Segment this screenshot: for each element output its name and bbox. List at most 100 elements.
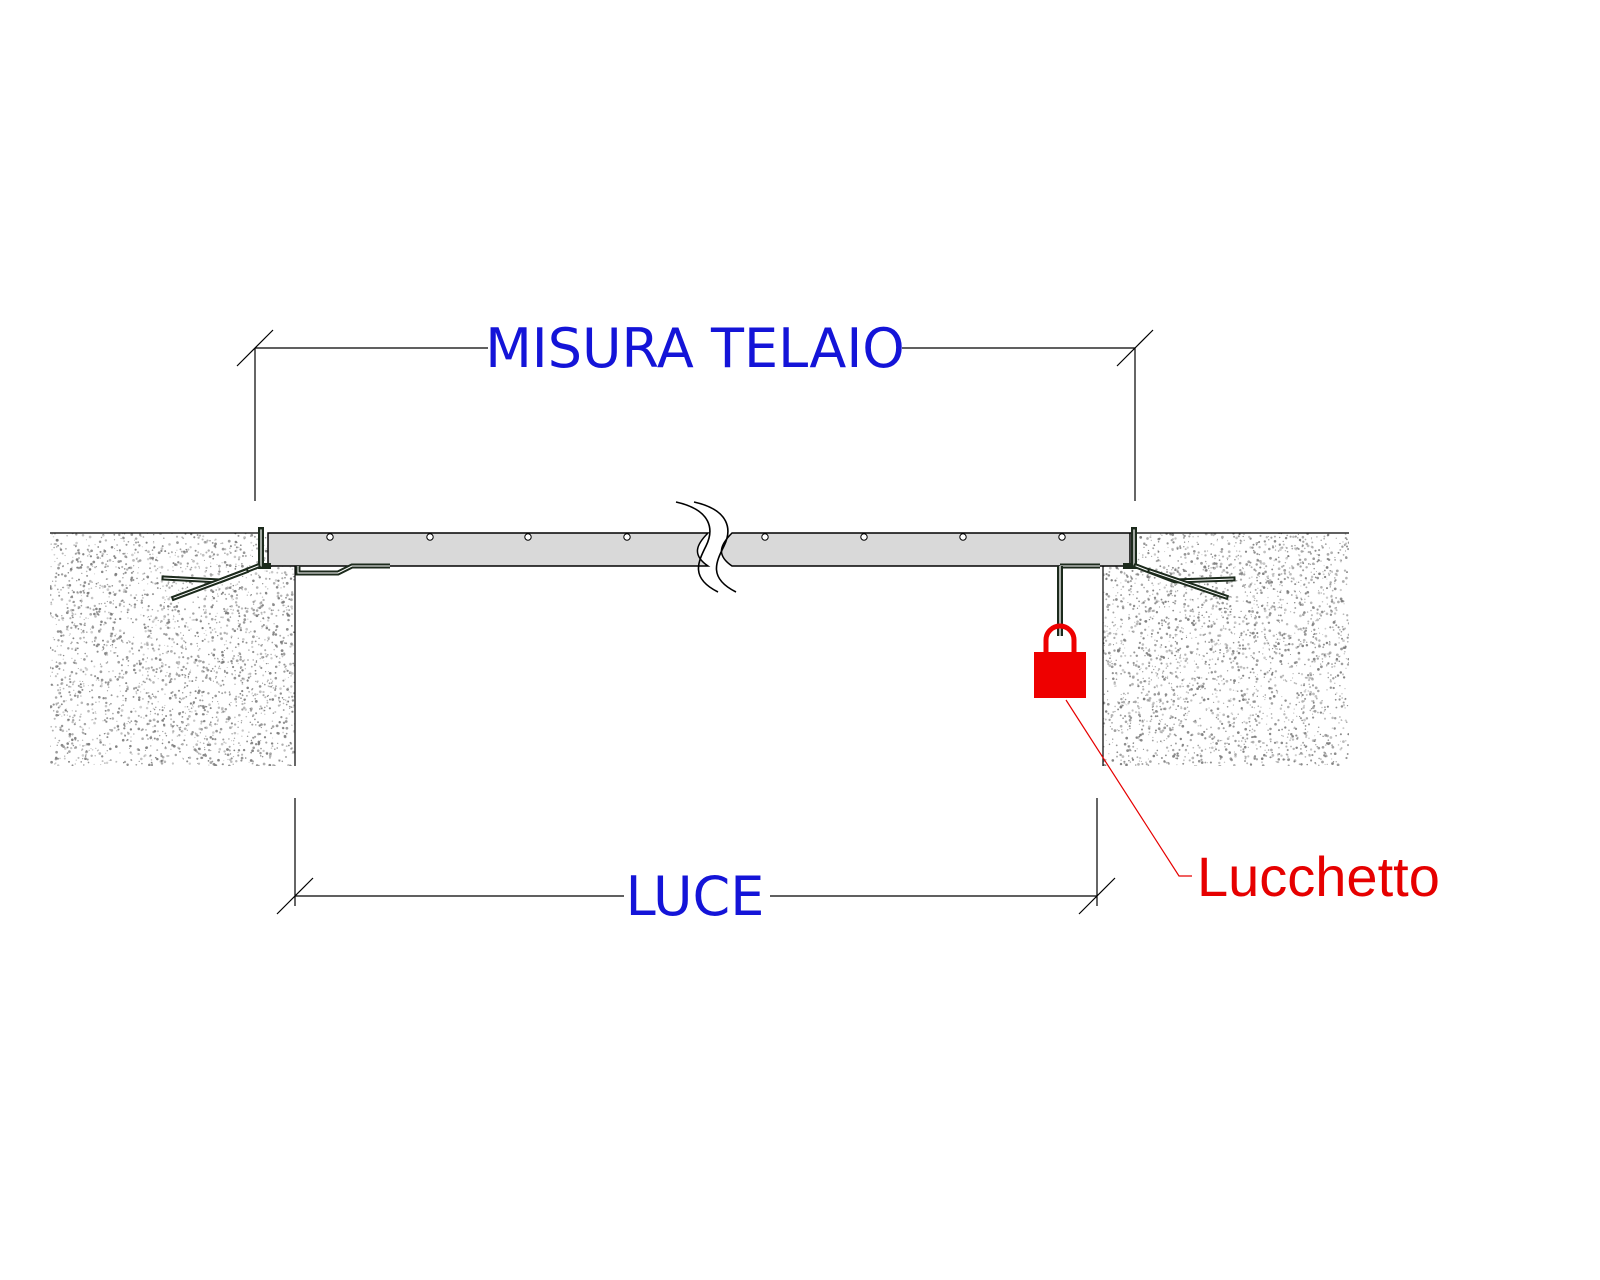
concrete-speckle xyxy=(1162,601,1165,604)
concrete-speckle xyxy=(1153,553,1157,556)
concrete-speckle xyxy=(220,626,222,629)
concrete-speckle xyxy=(1232,725,1235,728)
concrete-speckle xyxy=(1137,705,1139,707)
concrete-speckle xyxy=(1249,634,1251,637)
concrete-speckle xyxy=(1275,645,1278,648)
concrete-speckle xyxy=(1183,714,1186,717)
concrete-speckle xyxy=(71,742,74,745)
concrete-speckle xyxy=(91,748,94,751)
concrete-speckle xyxy=(1210,638,1213,642)
concrete-speckle xyxy=(99,684,103,688)
concrete-speckle xyxy=(1250,566,1253,569)
concrete-speckle xyxy=(1178,724,1181,727)
concrete-speckle xyxy=(1265,536,1268,539)
concrete-speckle xyxy=(177,746,180,749)
concrete-speckle xyxy=(1259,560,1262,563)
concrete-speckle xyxy=(1151,703,1155,706)
concrete-speckle xyxy=(1248,698,1250,701)
concrete-speckle xyxy=(164,732,167,735)
concrete-speckle xyxy=(181,554,184,557)
concrete-speckle xyxy=(1226,557,1229,560)
concrete-speckle xyxy=(188,708,190,711)
concrete-speckle xyxy=(111,643,114,646)
concrete-speckle xyxy=(1320,539,1322,542)
concrete-speckle xyxy=(1205,708,1208,711)
concrete-speckle xyxy=(82,681,84,682)
concrete-speckle xyxy=(194,732,196,734)
concrete-speckle xyxy=(1248,564,1251,567)
concrete-speckle xyxy=(1193,679,1197,682)
concrete-speckle xyxy=(1166,590,1169,593)
concrete-speckle xyxy=(1251,656,1254,659)
concrete-speckle xyxy=(1138,707,1140,710)
concrete-speckle xyxy=(203,612,206,615)
concrete-speckle xyxy=(1157,559,1160,562)
concrete-speckle xyxy=(1252,657,1255,660)
concrete-speckle xyxy=(262,674,265,677)
concrete-speckle xyxy=(1282,598,1284,601)
concrete-speckle xyxy=(1197,535,1199,538)
concrete-speckle xyxy=(1244,727,1248,731)
concrete-speckle xyxy=(1271,647,1274,650)
concrete-speckle xyxy=(105,569,107,572)
concrete-speckle xyxy=(1344,550,1347,552)
concrete-speckle xyxy=(1286,591,1290,595)
concrete-speckle xyxy=(98,602,101,605)
concrete-speckle xyxy=(1291,738,1295,741)
concrete-speckle xyxy=(146,643,149,646)
concrete-speckle xyxy=(1252,652,1256,655)
concrete-speckle xyxy=(1231,650,1235,653)
concrete-speckle xyxy=(1243,616,1246,618)
concrete-speckle xyxy=(85,668,89,671)
concrete-speckle xyxy=(1301,603,1304,607)
concrete-speckle xyxy=(1331,727,1334,729)
concrete-speckle xyxy=(90,673,93,677)
concrete-speckle xyxy=(1306,544,1310,548)
concrete-speckle xyxy=(172,570,174,572)
concrete-speckle xyxy=(192,746,195,748)
concrete-speckle xyxy=(228,738,230,740)
concrete-speckle xyxy=(281,572,283,574)
concrete-speckle xyxy=(1184,616,1188,620)
concrete-speckle xyxy=(220,637,223,641)
concrete-speckle xyxy=(1108,566,1112,570)
concrete-speckle xyxy=(127,617,129,619)
concrete-speckle xyxy=(1127,671,1131,675)
concrete-speckle xyxy=(1246,692,1248,694)
concrete-speckle xyxy=(1249,671,1252,674)
concrete-speckle xyxy=(168,543,171,546)
concrete-speckle xyxy=(115,566,117,568)
concrete-speckle xyxy=(248,731,250,733)
concrete-speckle xyxy=(141,546,143,548)
concrete-speckle xyxy=(1323,593,1325,595)
concrete-speckle xyxy=(277,696,281,699)
concrete-speckle xyxy=(1184,749,1188,752)
concrete-speckle xyxy=(260,726,262,729)
concrete-speckle xyxy=(1267,729,1269,731)
concrete-speckle xyxy=(1305,579,1307,581)
concrete-speckle xyxy=(1190,734,1193,737)
concrete-speckle xyxy=(1130,585,1133,588)
concrete-speckle xyxy=(1242,748,1245,751)
concrete-speckle xyxy=(1110,727,1114,731)
concrete-speckle xyxy=(1235,595,1239,599)
concrete-speckle xyxy=(241,681,244,684)
concrete-speckle xyxy=(216,553,219,556)
concrete-speckle xyxy=(245,694,248,697)
concrete-speckle xyxy=(1207,565,1210,568)
concrete-speckle xyxy=(1148,734,1150,736)
concrete-speckle xyxy=(214,742,217,745)
concrete-speckle xyxy=(1110,655,1112,657)
concrete-speckle xyxy=(1112,603,1114,605)
concrete-speckle xyxy=(184,676,187,679)
concrete-speckle xyxy=(1174,537,1177,540)
concrete-speckle xyxy=(85,617,87,619)
concrete-speckle xyxy=(132,570,135,573)
concrete-speckle xyxy=(254,669,257,672)
concrete-speckle xyxy=(1230,608,1233,611)
concrete-speckle xyxy=(101,760,104,763)
concrete-speckle xyxy=(83,722,87,726)
concrete-speckle xyxy=(246,594,248,596)
concrete-speckle xyxy=(74,738,77,741)
concrete-speckle xyxy=(164,589,166,591)
